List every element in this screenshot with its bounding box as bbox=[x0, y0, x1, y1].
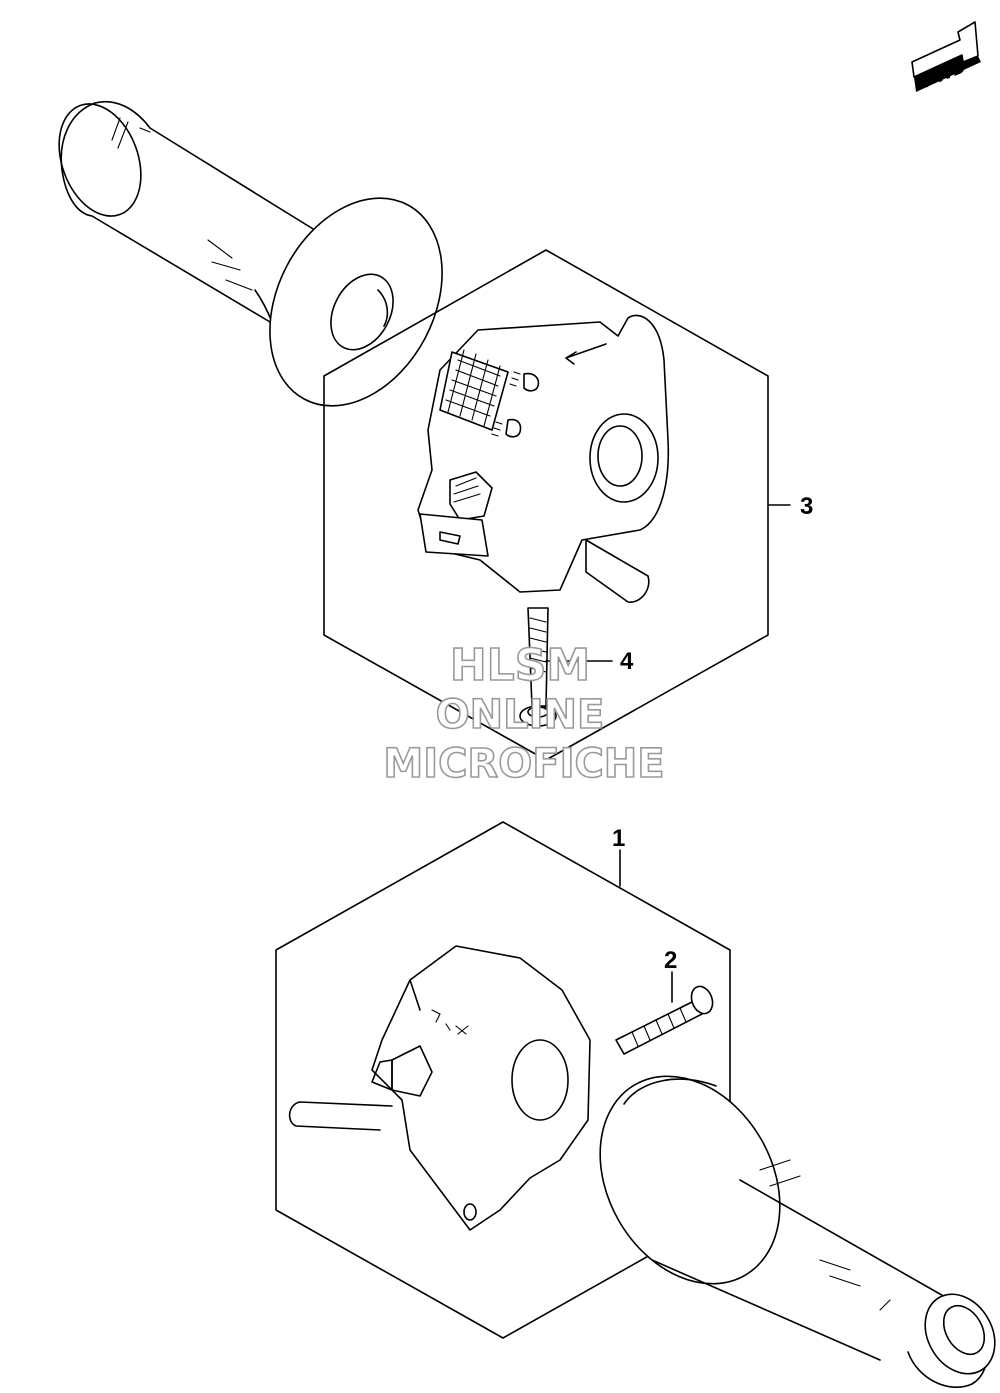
leader-lines bbox=[545, 504, 791, 1003]
watermark-line-1: HLSM bbox=[450, 640, 590, 691]
assembly-frame-3 bbox=[323, 249, 769, 761]
right-grip bbox=[599, 1075, 996, 1388]
right-switch-housing bbox=[288, 945, 591, 1231]
watermark-line-2: ONLINE bbox=[436, 692, 605, 738]
screw-part-4 bbox=[519, 607, 557, 727]
left-switch-housing bbox=[417, 314, 670, 603]
bolt-part-2 bbox=[615, 985, 714, 1055]
left-grip bbox=[58, 101, 443, 407]
assembly-frame-1 bbox=[275, 821, 731, 1339]
callout-4: 4 bbox=[620, 648, 634, 675]
callout-3: 3 bbox=[800, 493, 813, 520]
watermark-line-3: MICROFICHE bbox=[383, 741, 664, 787]
callout-2: 2 bbox=[664, 947, 677, 974]
callout-1: 1 bbox=[612, 825, 625, 852]
fwd-arrow-icon: FWD bbox=[911, 21, 981, 93]
